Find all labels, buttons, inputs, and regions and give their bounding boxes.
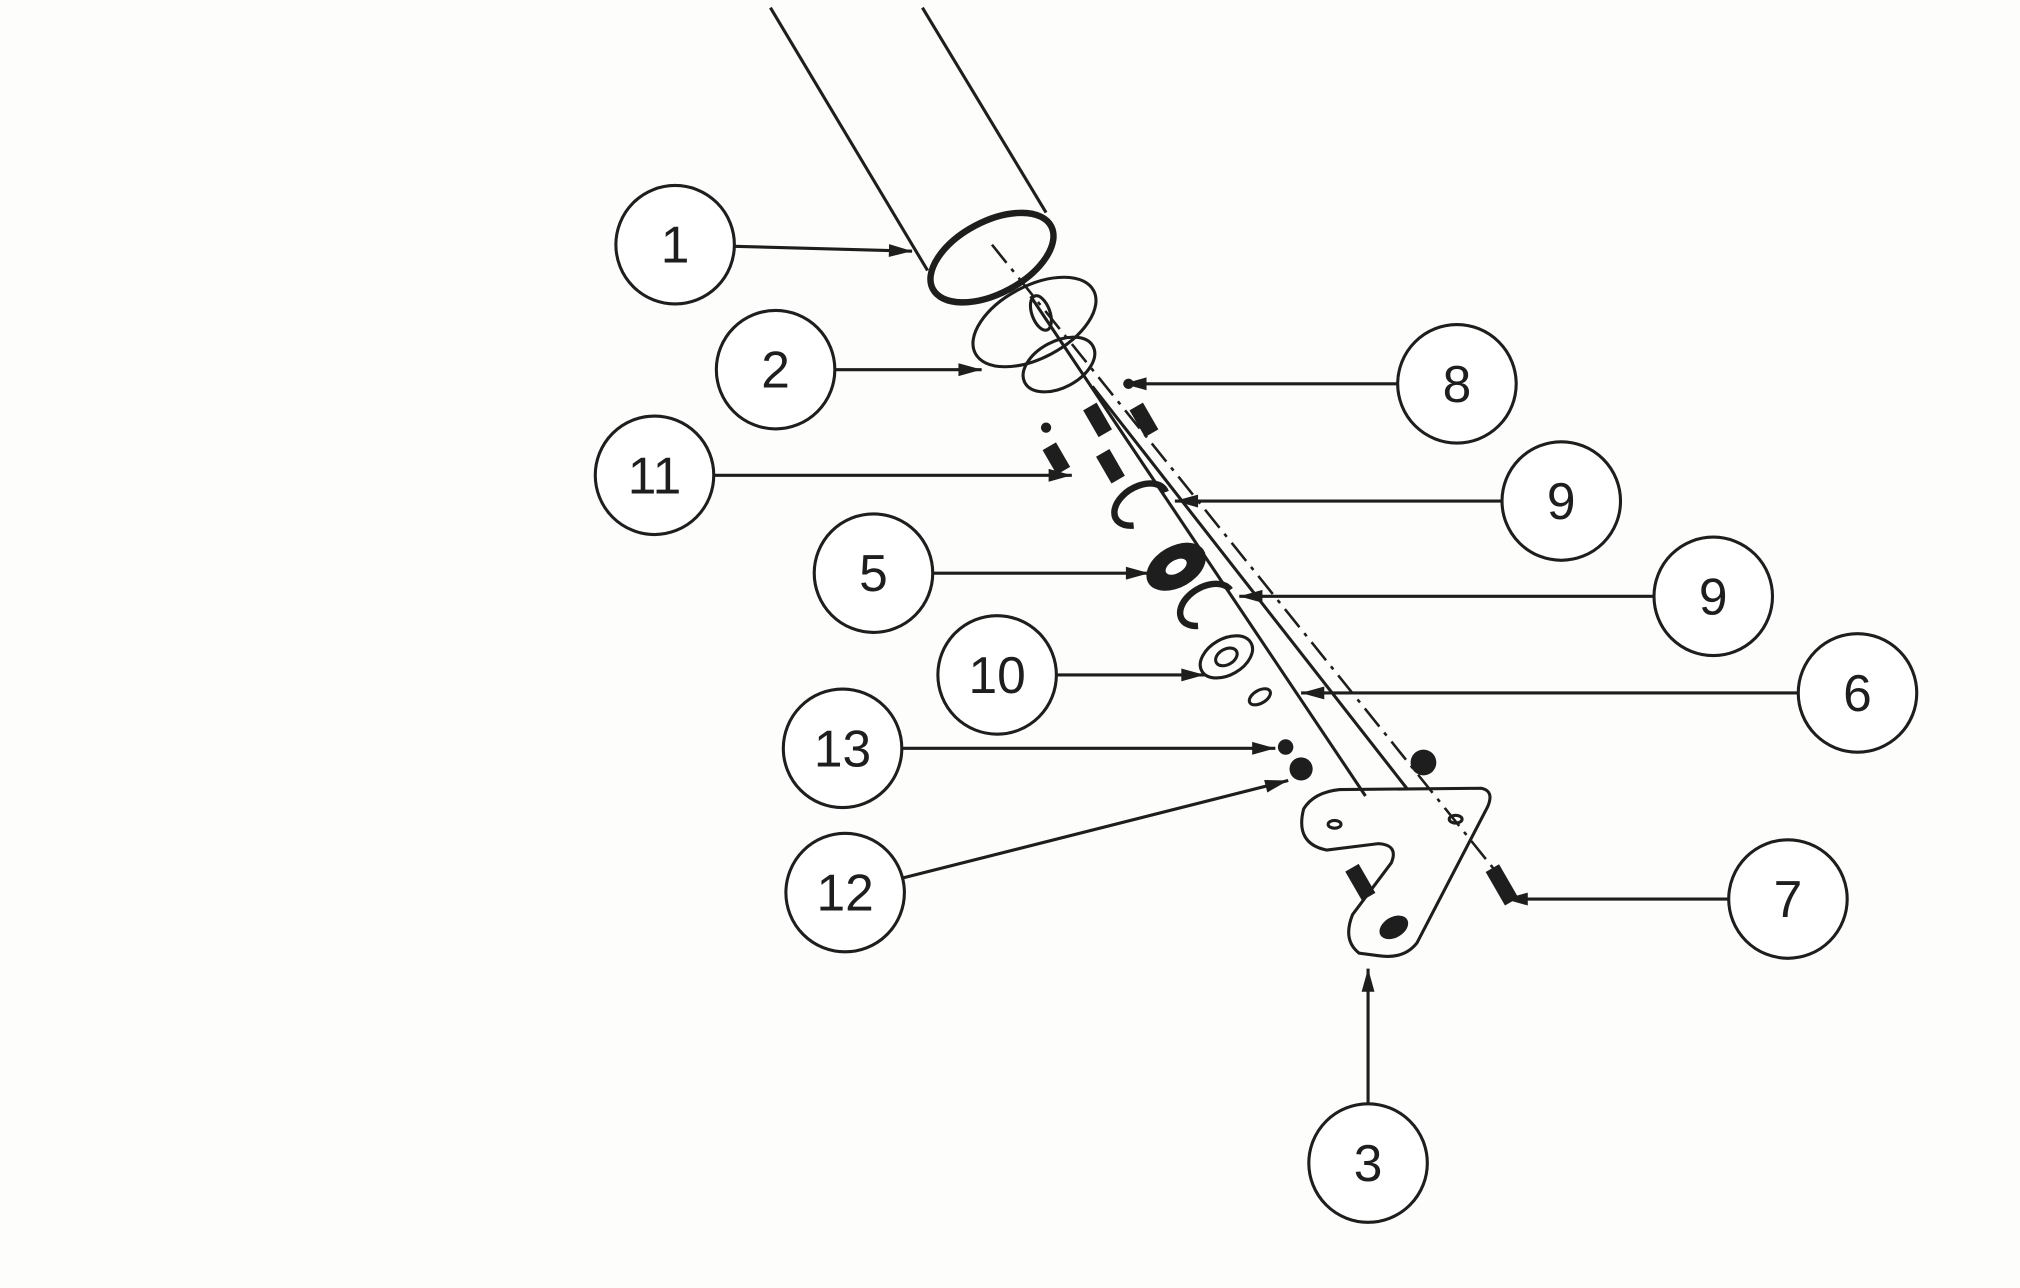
callout-label: 8	[1443, 355, 1472, 413]
callout-13: 13	[781, 687, 1276, 810]
callout-circle	[1396, 323, 1518, 445]
callout-label: 2	[761, 341, 790, 399]
callout-label: 12	[816, 864, 873, 922]
mounting-bracket	[1300, 786, 1519, 958]
callout-label: 1	[661, 216, 690, 274]
callout-circle	[936, 614, 1058, 736]
arrowhead-icon	[958, 363, 982, 377]
callout-label: 6	[1843, 664, 1872, 722]
callout-circle	[1307, 1102, 1429, 1224]
callout-circle	[714, 308, 837, 431]
callout-circle	[781, 687, 904, 810]
callout-7: 7	[1504, 838, 1849, 960]
callout-label: 10	[968, 646, 1025, 704]
callout-9: 9	[1239, 535, 1775, 658]
arrowhead-icon	[1301, 686, 1325, 700]
end-cap-ring	[927, 209, 1057, 306]
callout-label: 5	[859, 544, 888, 602]
callout-label: 3	[1354, 1134, 1383, 1192]
arrowhead-icon	[1504, 892, 1528, 906]
callout-label: 9	[1699, 567, 1728, 625]
callout-2: 2	[714, 308, 982, 431]
arrowhead-icon	[1048, 468, 1072, 482]
arrowhead-icon	[1361, 968, 1375, 992]
callout-1: 1	[614, 183, 913, 306]
arrowhead-icon	[888, 244, 913, 257]
arrowhead-icon	[1239, 589, 1263, 603]
callout-3: 3	[1307, 968, 1429, 1224]
callout-circle	[812, 512, 935, 634]
callout-circle	[1796, 632, 1919, 754]
callout-9: 9	[1174, 440, 1623, 562]
arrowhead-icon	[1125, 566, 1150, 580]
arrowhead-icon	[1252, 741, 1276, 755]
callout-11: 11	[593, 414, 1072, 537]
bearing-housing	[971, 275, 1098, 394]
leader-line	[902, 779, 1289, 880]
callout-6: 6	[1301, 632, 1919, 754]
callout-circle	[1652, 535, 1775, 658]
callout-circle	[614, 183, 736, 306]
retaining-rings-and-bearings	[1111, 480, 1437, 781]
callout-circle	[593, 414, 716, 537]
arrowhead-icon	[1264, 779, 1289, 793]
callout-circle	[1727, 838, 1849, 960]
callout-12: 12	[784, 779, 1289, 954]
callout-5: 5	[812, 512, 1150, 634]
arrowhead-icon	[1174, 494, 1199, 508]
leader-line	[734, 244, 913, 253]
callout-label: 7	[1774, 870, 1803, 928]
callout-8: 8	[1123, 323, 1518, 445]
arrowhead-icon	[1123, 377, 1147, 391]
arrowhead-icon	[1181, 668, 1205, 682]
callout-label: 13	[814, 719, 871, 777]
callout-label: 11	[628, 446, 681, 504]
screws-and-fasteners	[1040, 378, 1159, 484]
callout-10: 10	[936, 614, 1205, 736]
callout-circle	[1500, 440, 1623, 562]
callout-label: 9	[1547, 472, 1576, 530]
callout-circle	[784, 831, 906, 954]
